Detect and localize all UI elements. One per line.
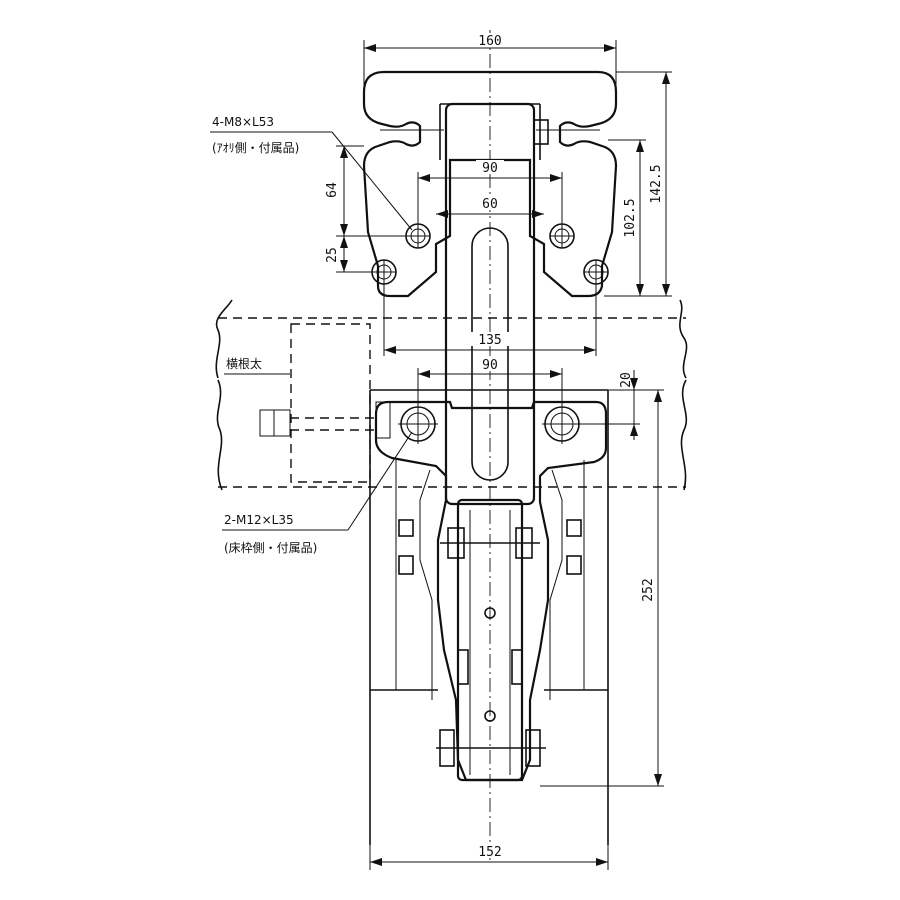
callout-upper-bolts-leader: [210, 131, 413, 231]
callout-upper-bolts-line2: (ｱｵﾘ側・付属品): [212, 141, 299, 155]
callout-upper-bolts-line1: 4-M8×L53: [212, 115, 274, 129]
dim-bolt-span-label: 135: [478, 333, 501, 348]
callout-crossbeam: 横根太: [226, 356, 262, 371]
dim-upper-hole-pitch-label: 90: [482, 161, 498, 176]
dim-left-64-label: 64: [325, 182, 340, 198]
dim-right-1425-label: 142.5: [649, 164, 664, 203]
upper-bolt-outer-right: [583, 259, 609, 285]
dim-bottom-width: [369, 845, 609, 870]
lower-bolt-left: [398, 404, 438, 444]
dim-top-width-label: 160: [478, 34, 501, 49]
callout-lower-bolts-line1: 2-M12×L35: [224, 513, 294, 527]
dim-left-vertical: [336, 145, 406, 273]
dim-inner-width-label: 60: [482, 197, 498, 212]
dim-left-25-label: 25: [325, 247, 340, 263]
dim-lower-hole-pitch: [417, 368, 563, 404]
dim-inner-width: [436, 210, 544, 218]
upper-bolt-outer-left: [371, 259, 397, 285]
upper-bolt-inner-right: [549, 223, 575, 249]
dim-lower-hole-pitch-label: 90: [482, 358, 498, 373]
dim-bolt-span: [383, 284, 597, 356]
base-slots: [398, 519, 582, 575]
lower-bolt-right: [542, 404, 582, 444]
dim-upper-hole-pitch: [417, 172, 563, 224]
callout-lower-bolts-leader: [222, 431, 413, 531]
dim-offset-20: [580, 370, 664, 440]
dim-right-vertical: [604, 71, 672, 297]
dim-offset-20-label: 20: [619, 372, 634, 388]
dim-top-width: [363, 40, 617, 90]
dim-right-1025-label: 102.5: [623, 198, 638, 237]
crossbeam-outline: [215, 299, 688, 491]
callout-lower-bolts-line2: (床枠側・付属品): [224, 541, 317, 555]
dim-height-252: [540, 390, 664, 787]
crossbeam-section: [290, 323, 371, 483]
lower-bracket: [259, 400, 608, 782]
dim-bottom-width-label: 152: [478, 845, 501, 860]
upper-bolt-inner-left: [405, 223, 431, 249]
dim-height-252-label: 252: [641, 578, 656, 601]
